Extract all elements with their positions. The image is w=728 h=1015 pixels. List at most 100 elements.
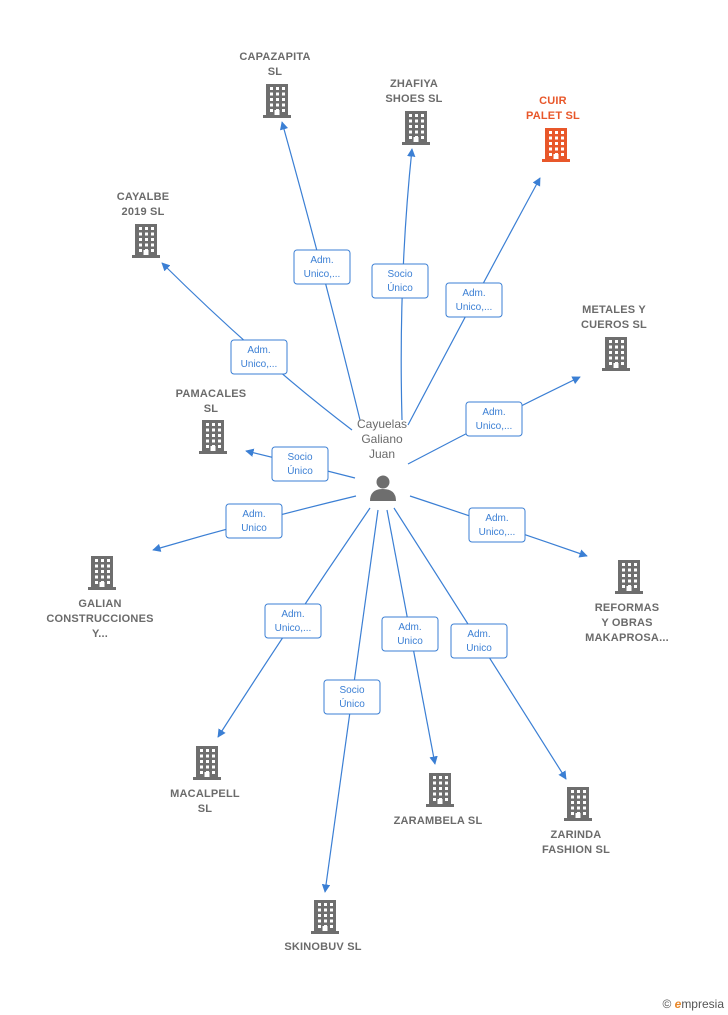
- relation-box: [264, 603, 322, 639]
- company-name-line: ZHAFIYA: [390, 78, 438, 90]
- company-name-line: CUEROS SL: [581, 319, 647, 331]
- relation-text: Único: [387, 281, 413, 294]
- building-icon[interactable]: [426, 773, 454, 807]
- company-name-line: CAYALBE: [117, 191, 170, 203]
- relation-text: Unico,...: [476, 421, 513, 432]
- building-icon[interactable]: [542, 128, 570, 162]
- relation-text: Adm.: [281, 609, 304, 620]
- relation-label-metales[interactable]: Adm. Unico,...: [465, 401, 523, 437]
- company-node-metales[interactable]: METALES Y CUEROS SL: [581, 304, 647, 371]
- relation-box: [465, 401, 523, 437]
- brand-logo-text: mpresia: [681, 997, 724, 1011]
- relation-text: Adm.: [467, 629, 490, 640]
- company-name-line: PAMACALES: [176, 388, 247, 400]
- copyright-symbol: ©: [662, 997, 672, 1011]
- brand-logo-initial: e: [674, 997, 682, 1011]
- company-name-line: GALIAN: [78, 598, 121, 610]
- company-name-line: METALES Y: [582, 304, 646, 316]
- relation-box: [271, 446, 329, 482]
- company-node-macalpell[interactable]: MACALPELL SL: [170, 746, 240, 815]
- company-name-line: SL: [204, 403, 219, 415]
- person-name-line: Cayuelas: [357, 417, 407, 431]
- company-name-line: MACALPELL: [170, 788, 240, 800]
- relation-box: [381, 616, 439, 652]
- company-node-zhafiya[interactable]: ZHAFIYA SHOES SL: [385, 78, 442, 145]
- relation-box: [468, 507, 526, 543]
- relation-label-zarinda[interactable]: Adm.Unico: [450, 623, 508, 659]
- person-icon: [370, 475, 396, 501]
- building-icon[interactable]: [88, 556, 116, 590]
- company-name-line: SKINOBUV SL: [284, 941, 361, 953]
- relation-text: Socio: [387, 269, 412, 280]
- company-node-zarambela[interactable]: ZARAMBELA SL: [394, 773, 483, 827]
- company-name-line: FASHION SL: [542, 844, 610, 856]
- company-node-cuir-palet[interactable]: CUIR PALET SL: [526, 95, 580, 162]
- relation-box: [450, 623, 508, 659]
- company-name-line: ZARINDA: [551, 829, 602, 841]
- person-name-line: Juan: [369, 447, 395, 461]
- relation-box: [371, 263, 429, 299]
- relation-label-cayalbe[interactable]: Adm. Unico,...: [230, 339, 288, 375]
- relation-text: Adm.: [242, 509, 265, 520]
- building-icon[interactable]: [132, 224, 160, 258]
- relation-text: Adm.: [310, 255, 333, 266]
- building-icon[interactable]: [193, 746, 221, 780]
- company-node-zarinda[interactable]: ZARINDA FASHION SL: [542, 787, 610, 856]
- company-node-reformas[interactable]: REFORMAS Y OBRAS MAKAPROSA...: [585, 560, 669, 644]
- company-name-line: REFORMAS: [595, 602, 660, 614]
- relation-text: Adm.: [398, 622, 421, 633]
- relation-label-zarambela[interactable]: Adm.Unico: [381, 616, 439, 652]
- relation-box: [445, 282, 503, 318]
- building-icon[interactable]: [311, 900, 339, 934]
- company-name-line: SHOES SL: [385, 93, 442, 105]
- relation-text: Único: [287, 464, 313, 477]
- company-name-line: CONSTRUCCIONES: [46, 613, 153, 625]
- building-icon[interactable]: [602, 337, 630, 371]
- building-icon[interactable]: [402, 111, 430, 145]
- relation-box: [293, 249, 351, 285]
- company-name-line: MAKAPROSA...: [585, 632, 669, 644]
- building-icon[interactable]: [564, 787, 592, 821]
- company-name-line: PALET SL: [526, 110, 580, 122]
- relation-box: [323, 679, 381, 715]
- company-name-line: SL: [198, 803, 213, 815]
- relation-box: [225, 503, 283, 539]
- building-icon[interactable]: [199, 420, 227, 454]
- relation-text: Único: [339, 697, 365, 710]
- relation-text: Unico,...: [456, 302, 493, 313]
- relation-text: Adm.: [482, 407, 505, 418]
- brand-footer: © empresia: [662, 997, 724, 1011]
- building-icon[interactable]: [615, 560, 643, 594]
- company-name-line: ZARAMBELA SL: [394, 815, 483, 827]
- relation-label-cuir-palet[interactable]: Adm.Unico,...: [445, 282, 503, 318]
- relation-box: [230, 339, 288, 375]
- person-name-line: Galiano: [361, 432, 403, 446]
- company-name-line: Y...: [92, 628, 108, 640]
- relation-text: Unico,...: [479, 527, 516, 538]
- company-node-galian[interactable]: GALIAN CONSTRUCCIONES Y...: [46, 556, 153, 640]
- relation-text: Unico: [241, 523, 267, 534]
- relation-label-galian[interactable]: Adm. Unico: [225, 503, 283, 539]
- relation-label-reformas[interactable]: Adm. Unico,...: [468, 507, 526, 543]
- relation-text: Unico,...: [304, 269, 341, 280]
- company-node-skinobuv[interactable]: SKINOBUV SL: [284, 900, 362, 953]
- company-name-line: SL: [268, 66, 283, 78]
- relation-label-macalpell[interactable]: Adm.Unico,...: [264, 603, 322, 639]
- company-node-pamacales[interactable]: PAMACALES SL: [176, 388, 247, 454]
- relation-label-capazapita[interactable]: Adm. Unico,...: [293, 249, 351, 285]
- relation-text: Adm.: [247, 345, 270, 356]
- relation-text: Adm.: [485, 513, 508, 524]
- company-name-line: Y OBRAS: [601, 617, 652, 629]
- company-name-line: CUIR: [539, 95, 567, 107]
- relation-text: Unico,...: [241, 359, 278, 370]
- building-icon[interactable]: [263, 84, 291, 118]
- company-name-line: 2019 SL: [122, 206, 165, 218]
- company-node-cayalbe[interactable]: CAYALBE 2019 SL: [117, 191, 170, 258]
- relation-text: Socio: [287, 452, 312, 463]
- relation-text: Socio: [339, 685, 364, 696]
